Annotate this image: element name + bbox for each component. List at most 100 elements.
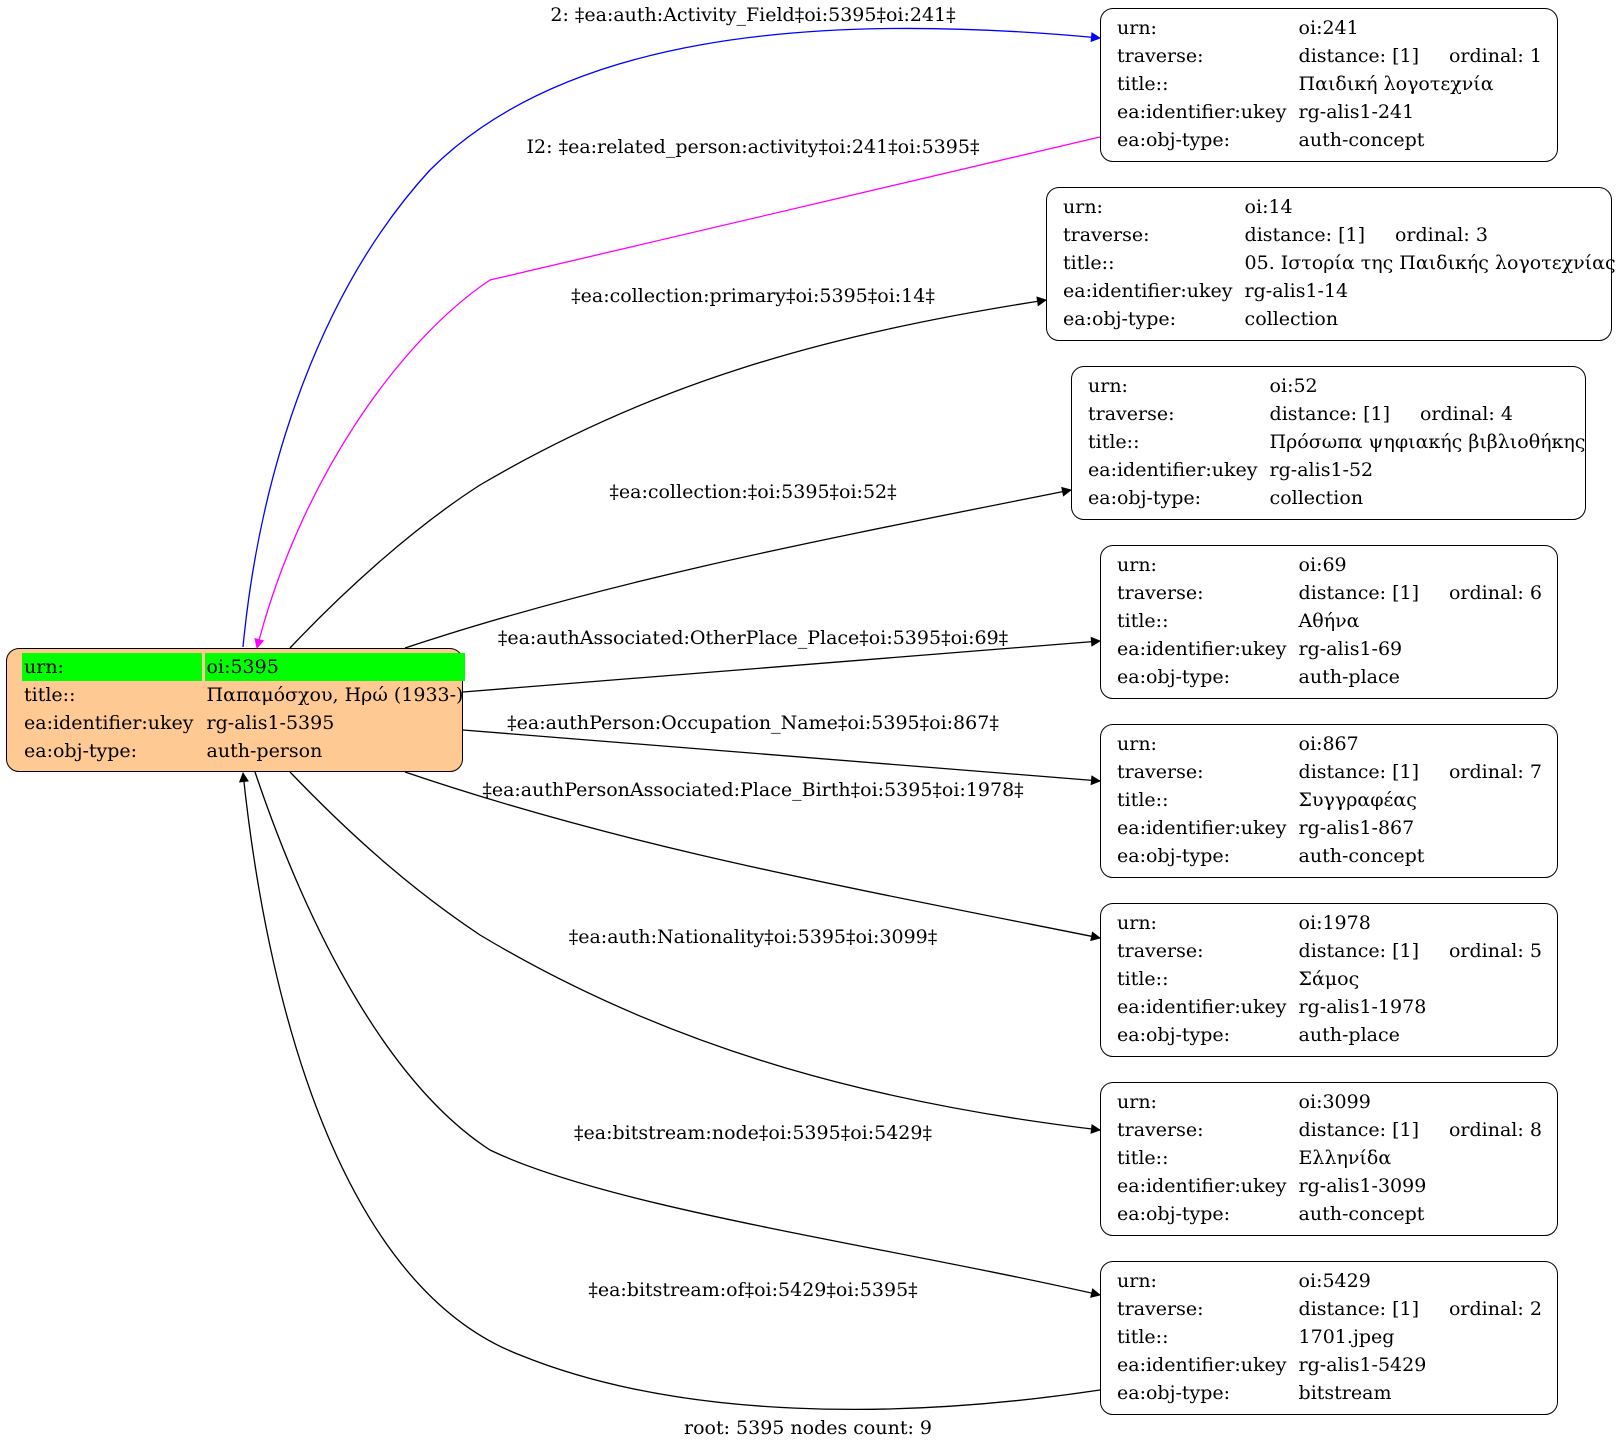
edge-place-birth	[404, 771, 1101, 942]
ordinal-value: ordinal: 6	[1448, 582, 1542, 604]
node-oi-14[interactable]: urn: oi:14 traverse: distance: [1] ordinal:…	[1046, 187, 1616, 341]
root-title-value: Παπαμόσχου, Ηρώ (1933-)	[206, 684, 464, 706]
node-oi-3099[interactable]: urn:oi:3099 traverse:distance: [1]ordina…	[1100, 1082, 1558, 1236]
traverse-key: traverse:	[1063, 224, 1150, 246]
edge-bitstream-of	[238, 772, 1101, 1411]
urn-key: urn:	[1117, 912, 1157, 934]
root-objtype-key: ea:obj-type:	[24, 740, 138, 762]
edge-nationality	[289, 771, 1101, 1134]
node-oi-69[interactable]: urn: oi:69 traverse: distance: [1] ordinal:…	[1100, 545, 1558, 699]
root-node[interactable]: urn:oi:5395 title::Παπαμόσχου, Ηρώ (1933…	[6, 648, 466, 772]
ordinal-value: ordinal: 4	[1419, 403, 1513, 425]
traverse-key: traverse:	[1117, 582, 1204, 604]
urn-value: oi:1978	[1298, 912, 1371, 934]
title-key: title::	[1117, 610, 1169, 632]
ukey-value: rg-alis1-1978	[1298, 996, 1427, 1018]
node-oi-5429[interactable]: urn:oi:5429 traverse:distance: [1]ordina…	[1100, 1261, 1558, 1415]
edge-collection-primary	[289, 296, 1047, 649]
edge-other-place	[462, 636, 1101, 693]
ukey-value: rg-alis1-867	[1298, 817, 1415, 839]
ukey-value: rg-alis1-3099	[1298, 1175, 1427, 1197]
edge-label: ‡ea:bitstream:node‡oi:5395‡oi:5429‡	[574, 1122, 932, 1144]
objtype-key: ea:obj-type:	[1117, 1024, 1231, 1046]
title-value: Ελληνίδα	[1298, 1147, 1392, 1169]
traverse-key: traverse:	[1117, 761, 1204, 783]
urn-key: urn:	[1088, 375, 1128, 397]
urn-value: oi:5429	[1298, 1270, 1371, 1292]
objtype-value: auth-place	[1298, 666, 1400, 688]
urn-value: oi:14	[1244, 196, 1293, 218]
ukey-key: ea:identifier:ukey	[1088, 459, 1258, 481]
title-key: title::	[1117, 789, 1169, 811]
traverse-key: traverse:	[1088, 403, 1175, 425]
node-oi-1978[interactable]: urn:oi:1978 traverse:distance: [1]ordina…	[1100, 903, 1558, 1057]
title-value: Αθήνα	[1298, 610, 1360, 632]
urn-value: oi:241	[1298, 17, 1359, 39]
objtype-value: auth-concept	[1298, 1203, 1425, 1225]
traverse-key: traverse:	[1117, 45, 1204, 67]
urn-key: urn:	[1117, 1091, 1157, 1113]
ukey-value: rg-alis1-69	[1298, 638, 1403, 660]
node-oi-52[interactable]: urn:oi:52 traverse:distance: [1]ordinal:…	[1071, 366, 1586, 520]
ukey-value: rg-alis1-5429	[1298, 1354, 1427, 1376]
ukey-value: rg-alis1-14	[1244, 280, 1349, 302]
objtype-key: ea:obj-type:	[1117, 129, 1231, 151]
edge-label: ‡ea:authPersonAssociated:Place_Birth‡oi:…	[482, 779, 1024, 801]
title-key: title::	[1088, 431, 1140, 453]
objtype-key: ea:obj-type:	[1063, 308, 1177, 330]
distance-value: distance: [1]	[1298, 45, 1419, 67]
edge-label: ‡ea:collection:‡oi:5395‡oi:52‡	[609, 481, 897, 503]
root-title-key: title::	[24, 684, 76, 706]
urn-value: oi:69	[1298, 554, 1347, 576]
root-ukey-key: ea:identifier:ukey	[24, 712, 194, 734]
edge-collection	[404, 486, 1072, 649]
distance-value: distance: [1]	[1298, 761, 1419, 783]
ukey-key: ea:identifier:ukey	[1117, 101, 1287, 123]
ukey-key: ea:identifier:ukey	[1117, 1175, 1287, 1197]
urn-key: urn:	[1117, 733, 1157, 755]
objtype-value: bitstream	[1298, 1382, 1392, 1404]
title-value: 05. Ιστορία της Παιδικής λογοτεχνίας	[1244, 252, 1616, 274]
edge-label: ‡ea:collection:primary‡oi:5395‡oi:14‡	[571, 285, 935, 307]
objtype-value: auth-concept	[1298, 845, 1425, 867]
objtype-key: ea:obj-type:	[1117, 666, 1231, 688]
edge-activity-field	[242, 27, 1101, 648]
urn-value: oi:867	[1298, 733, 1359, 755]
urn-value: oi:52	[1269, 375, 1318, 397]
urn-key: urn:	[1117, 554, 1157, 576]
distance-value: distance: [1]	[1244, 224, 1365, 246]
objtype-key: ea:obj-type:	[1117, 845, 1231, 867]
ukey-key: ea:identifier:ukey	[1117, 638, 1287, 660]
node-oi-241[interactable]: urn:oi:241 traverse:distance: [1]ordinal…	[1100, 8, 1558, 162]
title-key: title::	[1063, 252, 1115, 274]
ukey-key: ea:identifier:ukey	[1117, 996, 1287, 1018]
node-oi-867[interactable]: urn: oi:867 traverse: distance: [1] ordinal…	[1100, 724, 1558, 878]
traverse-key: traverse:	[1117, 1298, 1204, 1320]
root-urn-value: oi:5395	[204, 653, 466, 681]
edge-label: 2: ‡ea:auth:Activity_Field‡oi:5395‡oi:24…	[550, 4, 956, 26]
edge-bitstream-node	[254, 771, 1101, 1298]
urn-key: urn:	[1063, 196, 1103, 218]
ukey-value: rg-alis1-241	[1298, 101, 1415, 123]
ordinal-value: ordinal: 3	[1394, 224, 1488, 246]
urn-key: urn:	[1117, 1270, 1157, 1292]
edge-label: ‡ea:authPerson:Occupation_Name‡oi:5395‡o…	[507, 712, 999, 734]
edge-label: ‡ea:auth:Nationality‡oi:5395‡oi:3099‡	[568, 926, 938, 948]
edge-label: ‡ea:authAssociated:OtherPlace_Place‡oi:5…	[497, 627, 1009, 649]
objtype-key: ea:obj-type:	[1117, 1203, 1231, 1225]
ukey-key: ea:identifier:ukey	[1117, 817, 1287, 839]
ordinal-value: ordinal: 7	[1448, 761, 1542, 783]
ukey-key: ea:identifier:ukey	[1063, 280, 1233, 302]
title-key: title::	[1117, 73, 1169, 95]
graph-footer: root: 5395 nodes count: 9	[683, 1417, 933, 1439]
objtype-value: auth-place	[1298, 1024, 1400, 1046]
objtype-value: auth-concept	[1298, 129, 1425, 151]
root-urn-key: urn:	[22, 653, 202, 681]
distance-value: distance: [1]	[1298, 582, 1419, 604]
distance-value: distance: [1]	[1298, 940, 1419, 962]
distance-value: distance: [1]	[1298, 1119, 1419, 1141]
title-key: title::	[1117, 1147, 1169, 1169]
traverse-key: traverse:	[1117, 1119, 1204, 1141]
title-value: Παιδική λογοτεχνία	[1298, 73, 1494, 95]
